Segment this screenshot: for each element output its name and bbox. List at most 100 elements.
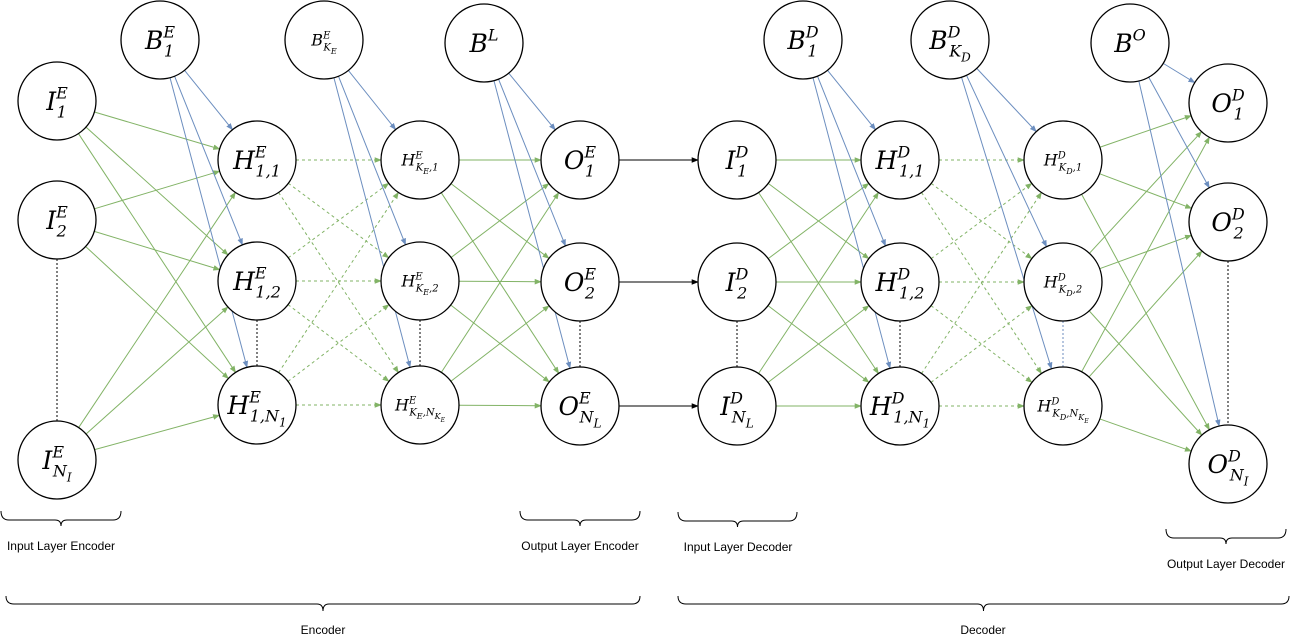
weight-edge-HK1D-O2D bbox=[1099, 173, 1193, 209]
bias-edge-B1D-H11D bbox=[827, 70, 876, 131]
bias-edge-BL-ONE bbox=[493, 80, 572, 369]
node-circle bbox=[697, 366, 777, 446]
bias-edge-BKE-HK1E bbox=[347, 70, 397, 131]
node-circle bbox=[540, 242, 620, 322]
node-circle bbox=[910, 0, 990, 80]
node-BO: BO bbox=[1090, 3, 1170, 83]
node-circle bbox=[17, 61, 97, 141]
node-circle bbox=[860, 366, 940, 446]
weight-edge-HKND-O1D bbox=[1081, 136, 1210, 372]
node-circle bbox=[17, 180, 97, 260]
bias-edge-BKD-HK2D bbox=[966, 75, 1047, 248]
caption-input-layer-decoder: Input Layer Decoder bbox=[684, 540, 793, 554]
ellipsis-layer bbox=[56, 259, 1229, 425]
weight-edge-HKNE-O1E bbox=[440, 192, 560, 373]
bias-edge-B1D-H1ND bbox=[812, 77, 892, 369]
caption-input-layer-encoder: Input Layer Encoder bbox=[7, 539, 115, 553]
node-circle bbox=[380, 120, 460, 200]
node-circle bbox=[1023, 366, 1103, 446]
node-circle bbox=[217, 120, 297, 200]
node-circle bbox=[1188, 63, 1268, 143]
weight-edge-HK1D-O1D bbox=[1099, 115, 1192, 148]
node-circle bbox=[1023, 242, 1103, 322]
weight-edge-INIE-H1NE bbox=[94, 414, 221, 451]
edges-layer bbox=[78, 62, 1221, 452]
node-circle bbox=[540, 366, 620, 446]
bias-edge-BKE-HKNE bbox=[333, 77, 412, 368]
brace bbox=[519, 510, 641, 527]
node-circle bbox=[444, 3, 524, 83]
node-circle bbox=[540, 120, 620, 200]
node-circle bbox=[1090, 3, 1170, 83]
bias-edge-BO-O2D bbox=[1148, 76, 1210, 189]
weight-edge-HKNE-ONE bbox=[458, 402, 542, 409]
weight-edge-INLD-H11D bbox=[758, 191, 879, 374]
node-circle bbox=[697, 120, 777, 200]
brace bbox=[1165, 528, 1287, 545]
weight-edge-I2E-H12E bbox=[94, 230, 221, 271]
node-circle bbox=[860, 120, 940, 200]
node-circle bbox=[217, 365, 297, 445]
weight-edge-HK2D-O1D bbox=[1089, 131, 1203, 254]
weight-edge-HKND-O2D bbox=[1088, 250, 1203, 378]
weight-edge-I1E-H12E bbox=[85, 126, 229, 256]
bias-edge-B1D-H12D bbox=[817, 76, 886, 247]
bias-edge-B1E-H12E bbox=[174, 75, 243, 246]
node-circle bbox=[1188, 182, 1268, 262]
weight-edge-HKND-ONID bbox=[1099, 418, 1192, 452]
caption-decoder: Decoder bbox=[960, 623, 1005, 637]
weight-edge-H1ND-HK1D bbox=[921, 191, 1042, 374]
bias-edge-BKD-HK1D bbox=[976, 68, 1037, 133]
node-circle bbox=[1188, 424, 1268, 504]
bias-edge-BKD-HKND bbox=[961, 77, 1053, 370]
weight-edge-H12D-HK1D bbox=[930, 182, 1033, 260]
weight-edge-INIE-H11E bbox=[78, 191, 236, 428]
bias-edge-BL-O2E bbox=[498, 79, 566, 247]
bias-edge-BL-O1E bbox=[508, 72, 556, 131]
node-circle bbox=[1023, 120, 1103, 200]
node-BL: BL bbox=[444, 3, 524, 83]
node-circle bbox=[284, 0, 364, 80]
